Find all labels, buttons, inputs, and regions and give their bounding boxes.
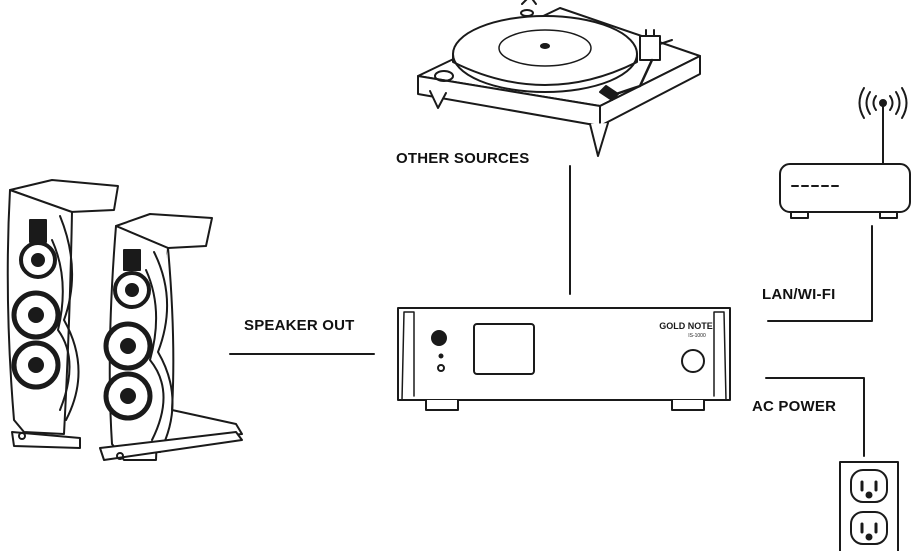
connection-lines	[229, 165, 873, 457]
amplifier-brand: GOLD NOTE	[659, 321, 713, 331]
other-sources-label: OTHER SOURCES	[396, 150, 530, 167]
lan-wifi-label: LAN/WI-FI	[762, 286, 836, 303]
ac-power-label: AC POWER	[752, 398, 837, 415]
outlet-icon	[839, 461, 899, 551]
lan-line	[767, 225, 873, 322]
amplifier-model: IS-1000	[688, 333, 706, 339]
router-icon	[779, 87, 911, 219]
power-line	[765, 377, 865, 457]
speakers-icon	[6, 179, 243, 461]
amplifier-icon	[397, 307, 731, 411]
speaker-out-label: SPEAKER OUT	[244, 317, 355, 334]
turntable-icon	[417, 0, 701, 157]
